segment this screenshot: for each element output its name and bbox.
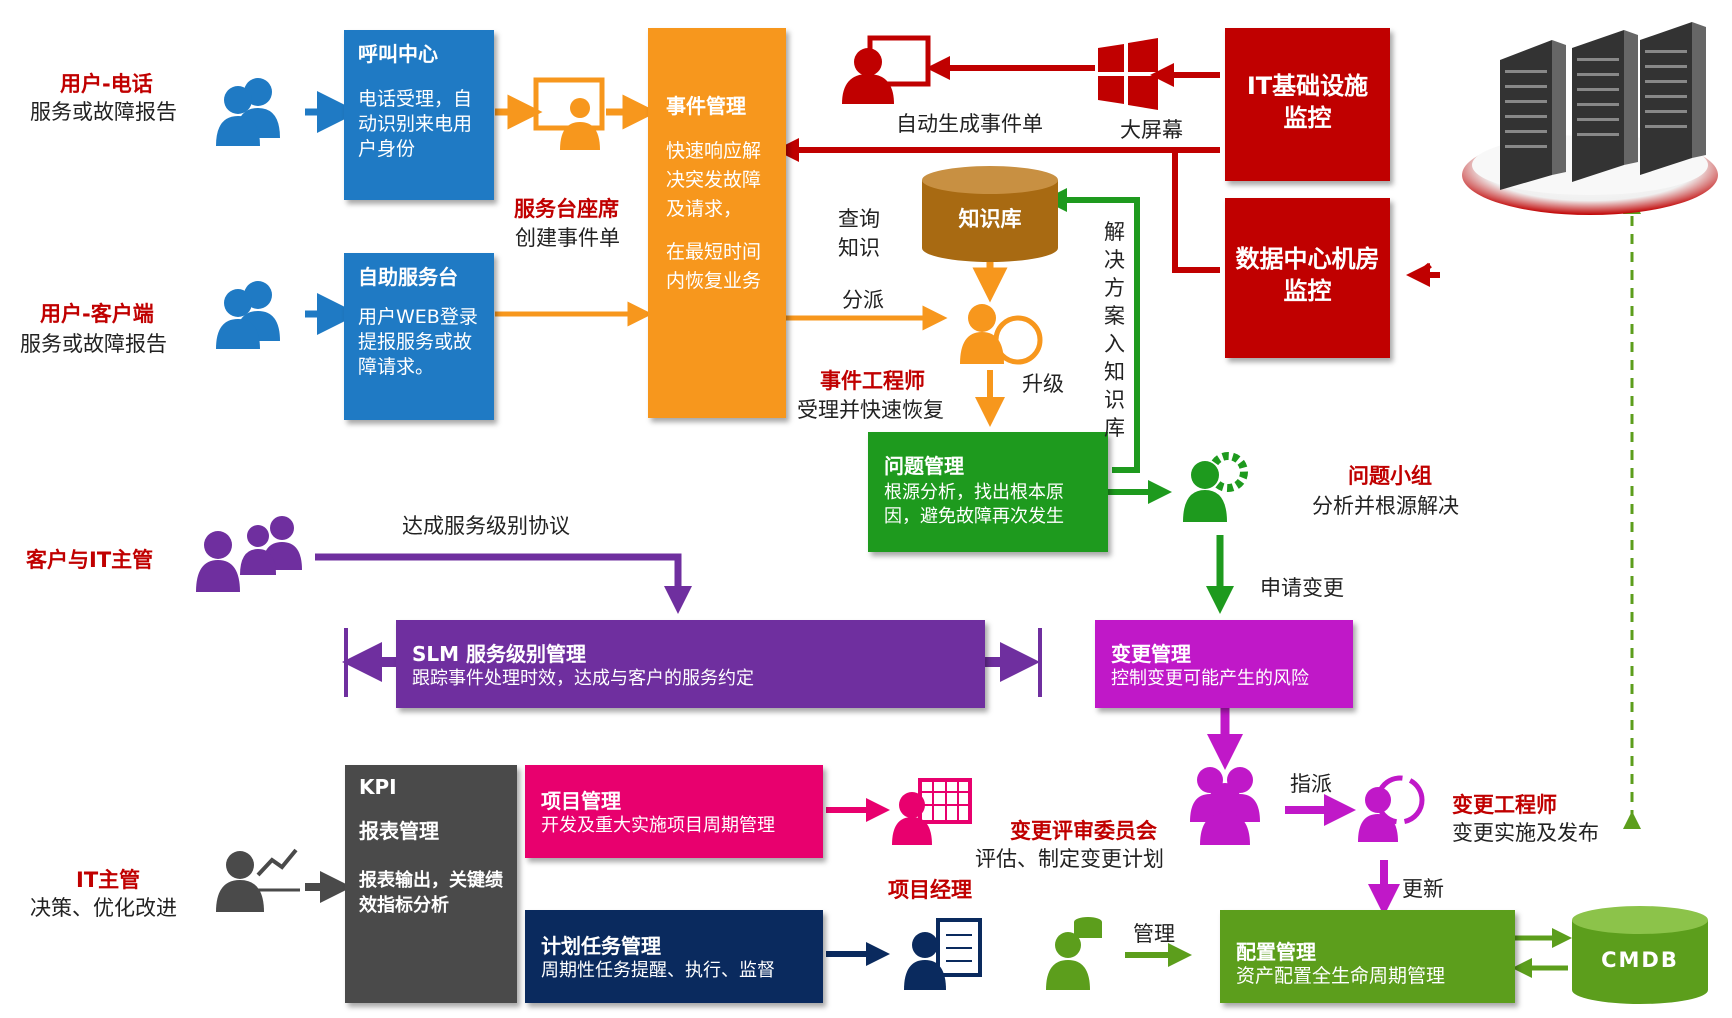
team-icon <box>1190 767 1260 845</box>
big-screen-label: 大屏幕 <box>1120 118 1183 142</box>
knowledge-base-cylinder[interactable] <box>922 166 1058 262</box>
incident-title: 事件管理 <box>666 94 746 118</box>
kpi-body: 报表输出，关键绩效指标分析 <box>359 870 503 916</box>
config-title: 配置管理 <box>1236 940 1316 964</box>
solution-to-kb-label: 解决方案入知识库 <box>1104 220 1125 440</box>
escalate-label: 升级 <box>1022 372 1064 396</box>
engineer-task: 受理并快速恢复 <box>797 398 944 422</box>
cab-role: 变更评审委员会 <box>1010 819 1157 843</box>
problem-box[interactable]: 问题管理 根源分析，找出根本原因，避免故障再次发生 <box>868 432 1108 552</box>
config-body: 资产配置全生命周期管理 <box>1236 965 1446 987</box>
actor-user-phone-desc: 服务或故障报告 <box>30 100 177 124</box>
call-center-body: 电话受理，自动识别来电用户身份 <box>358 88 473 160</box>
auto-ticket-label: 自动生成事件单 <box>896 112 1043 136</box>
report-title: 报表管理 <box>359 819 439 843</box>
slm-title: SLM 服务级别管理 <box>412 642 587 666</box>
database-user-icon <box>1046 917 1102 990</box>
server-rack-icon <box>1462 22 1718 215</box>
project-manager-role: 项目经理 <box>888 878 972 902</box>
connector-infra-datacenter <box>1172 150 1220 273</box>
query-knowledge-label: 查询知识 <box>838 207 880 260</box>
windows-screen-icon <box>1098 38 1158 110</box>
problem-team-task: 分析并根源解决 <box>1312 494 1459 518</box>
change-body: 控制变更可能产生的风险 <box>1111 668 1309 689</box>
it-infra-title: IT基础设施监控 <box>1246 72 1369 132</box>
change-box[interactable]: 变更管理 控制变更可能产生的风险 <box>1095 620 1353 708</box>
self-service-box[interactable]: 自助服务台 用户WEB登录提报服务或故障请求。 <box>344 253 494 420</box>
call-center-box[interactable]: 呼叫中心 电话受理，自动识别来电用户身份 <box>344 30 494 200</box>
cab-task: 评估、制定变更计划 <box>975 847 1164 871</box>
actor-user-client-role: 用户-客户端 <box>40 302 154 326</box>
service-desk-task: 创建事件单 <box>515 226 620 250</box>
plan-box[interactable]: 计划任务管理 周期性任务提醒、执行、监督 <box>525 910 823 1003</box>
incident-body-1: 快速响应解决突发故障及请求， <box>666 140 762 220</box>
checklist-user-icon <box>904 918 982 990</box>
problem-team-role: 问题小组 <box>1348 464 1432 488</box>
incident-body-2: 在最短时间内恢复业务 <box>666 241 762 292</box>
monitor-user-icon <box>842 35 931 104</box>
problem-title: 问题管理 <box>884 454 964 478</box>
change-title: 变更管理 <box>1111 642 1191 666</box>
project-body: 开发及重大实施项目周期管理 <box>541 815 775 836</box>
engineer-role: 事件工程师 <box>820 369 925 393</box>
users-icon <box>216 281 280 349</box>
calendar-user-icon <box>892 778 972 845</box>
self-service-title: 自助服务台 <box>358 265 458 289</box>
actor-it-manager-desc: 决策、优化改进 <box>30 896 177 920</box>
problem-body: 根源分析，找出根本原因，避免故障再次发生 <box>884 482 1064 527</box>
refresh-user-icon <box>1358 775 1425 842</box>
project-title: 项目管理 <box>541 789 621 813</box>
assign-label: 指派 <box>1290 772 1332 796</box>
update-label: 更新 <box>1402 877 1444 901</box>
actor-it-manager-role: IT主管 <box>76 868 141 892</box>
change-engineer-role: 变更工程师 <box>1452 793 1557 817</box>
sla-label: 达成服务级别协议 <box>402 514 570 538</box>
cmdb-cylinder[interactable] <box>1572 906 1708 1004</box>
actor-user-client-desc: 服务或故障报告 <box>20 332 167 356</box>
plan-title: 计划任务管理 <box>541 934 661 958</box>
self-service-body: 用户WEB登录提报服务或故障请求。 <box>358 306 478 378</box>
presenter-icon <box>533 77 605 150</box>
incident-box[interactable]: 事件管理 快速响应解决突发故障及请求， 在最短时间内恢复业务 <box>648 28 786 418</box>
cmdb-title: CMDB <box>1601 948 1679 972</box>
datacenter-title: 数据中心机房监控 <box>1235 245 1380 305</box>
kpi-title: KPI <box>359 775 397 799</box>
arrow-solution-to-knowledge <box>1043 188 1140 473</box>
datacenter-box[interactable]: 数据中心机房监控 <box>1225 198 1390 358</box>
change-engineer-task: 变更实施及发布 <box>1452 821 1599 845</box>
chart-user-icon <box>216 848 300 912</box>
knowledge-title: 知识库 <box>958 207 1022 231</box>
kpi-box[interactable]: KPI 报表管理 报表输出，关键绩效指标分析 <box>345 765 517 1003</box>
engineer-clock-icon <box>960 304 1043 365</box>
call-center-title: 呼叫中心 <box>358 42 438 66</box>
service-desk-role: 服务台座席 <box>514 197 619 221</box>
gear-user-icon <box>1183 452 1248 522</box>
apply-change-label: 申请变更 <box>1260 576 1344 600</box>
it-infra-box[interactable]: IT基础设施监控 <box>1225 28 1390 181</box>
actor-customer-it-role: 客户与IT主管 <box>26 548 154 572</box>
plan-body: 周期性任务提醒、执行、监督 <box>541 960 775 981</box>
project-box[interactable]: 项目管理 开发及重大实施项目周期管理 <box>525 765 823 858</box>
config-box[interactable]: 配置管理 资产配置全生命周期管理 <box>1220 910 1515 1003</box>
dispatch-label: 分派 <box>842 288 884 312</box>
users-icon <box>216 78 280 146</box>
slm-box[interactable]: SLM 服务级别管理 跟踪事件处理时效，达成与客户的服务约定 <box>396 620 985 708</box>
slm-body: 跟踪事件处理时效，达成与客户的服务约定 <box>412 668 754 689</box>
manage-label: 管理 <box>1133 922 1175 946</box>
users-icon <box>196 516 302 592</box>
arrow-sla <box>315 553 692 614</box>
actor-user-phone-role: 用户-电话 <box>60 72 153 96</box>
